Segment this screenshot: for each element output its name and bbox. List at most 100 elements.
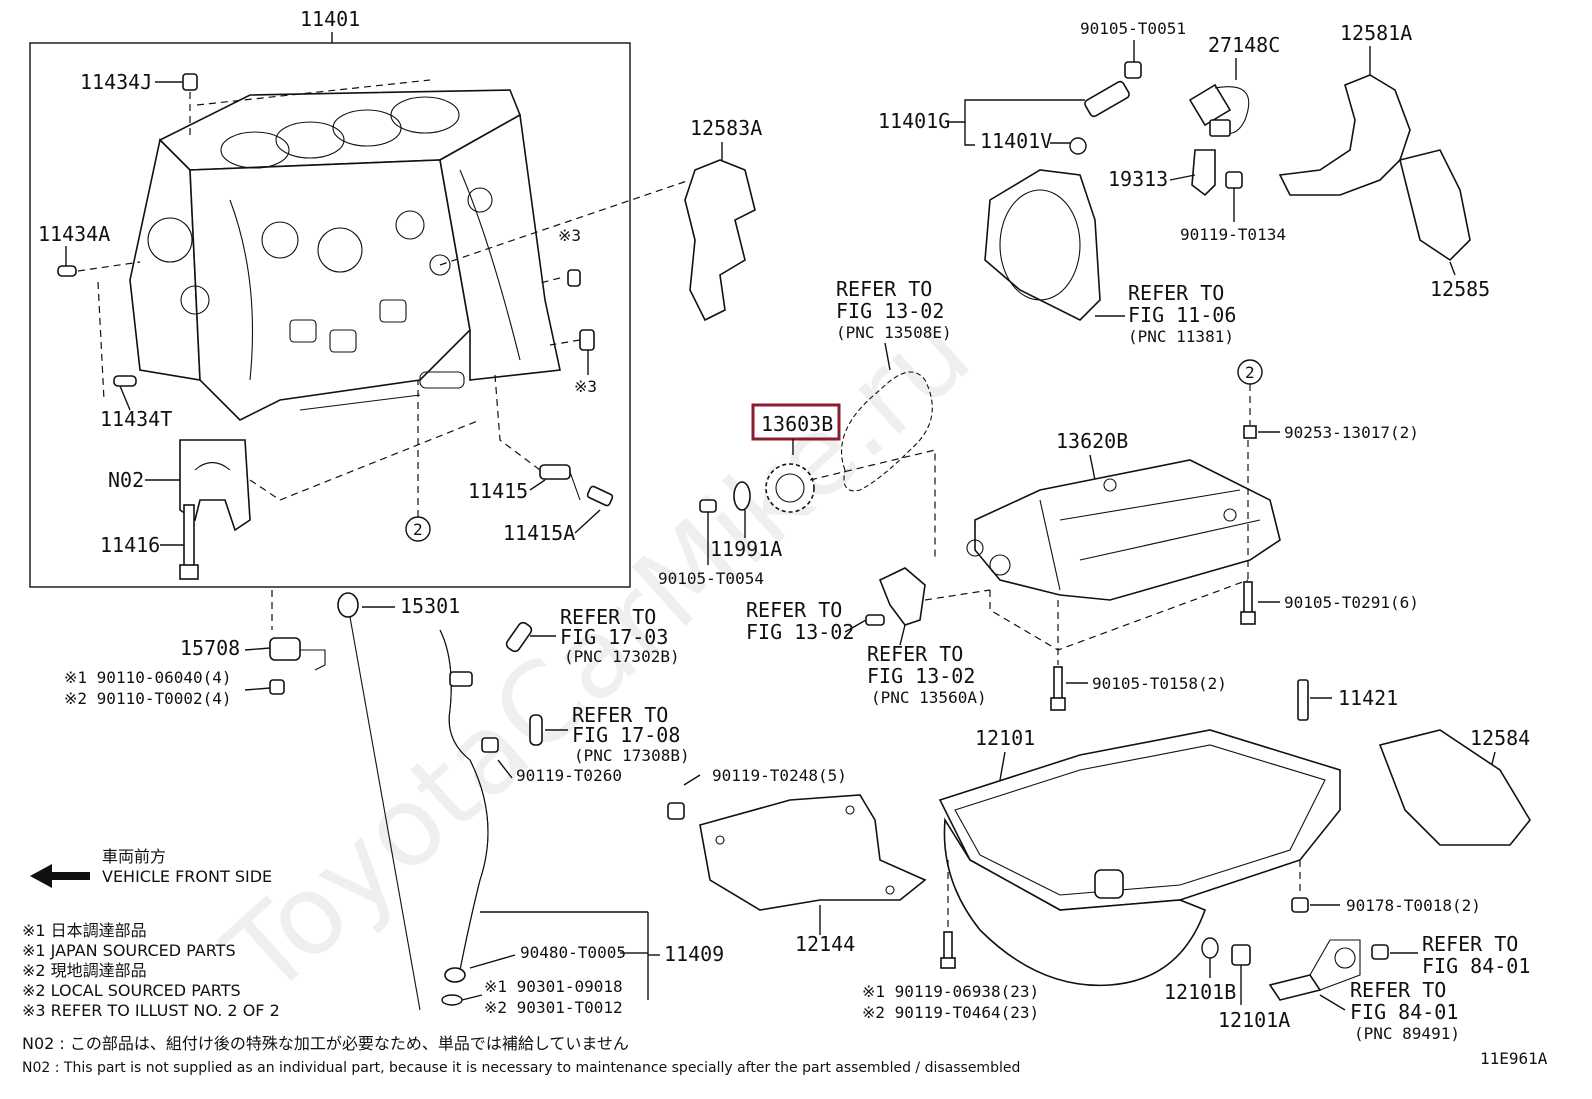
dipstick-15301 — [337, 592, 421, 1011]
label-90119-T0464[interactable]: ※2 90119-T0464(23) — [862, 1003, 1039, 1022]
label-ref-17-03-line3: (PNC 17302B) — [564, 647, 680, 666]
label-12581A[interactable]: 12581A — [1340, 21, 1412, 45]
label-ref-17-08-line2[interactable]: FIG 17-08 — [572, 723, 680, 747]
label-12101[interactable]: 12101 — [975, 726, 1035, 750]
label-90301-09018[interactable]: ※1 90301-09018 — [484, 977, 623, 996]
label-11401V[interactable]: 11401V — [980, 129, 1052, 153]
bolt-90110 — [269, 679, 285, 695]
label-13603B[interactable]: 13603B — [761, 412, 833, 436]
label-90480-T0005[interactable]: 90480-T0005 — [520, 943, 626, 962]
pin-note3-bottom — [579, 329, 595, 351]
label-ref-84-01b-line1[interactable]: REFER TO — [1350, 978, 1446, 1002]
label-90110-06040[interactable]: ※1 90110-06040(4) — [64, 668, 232, 687]
label-ref-11-06-line3: (PNC 11381) — [1128, 327, 1234, 346]
label-90301-T0012[interactable]: ※2 90301-T0012 — [484, 998, 623, 1017]
dipstick-guide-11409 — [439, 629, 489, 1006]
label-12583A[interactable]: 12583A — [690, 116, 762, 140]
label-ref-13-02b-line2[interactable]: FIG 13-02 — [746, 620, 854, 644]
crankshaft-sprocket-13603B — [733, 463, 815, 513]
label-ref-17-03-line1[interactable]: REFER TO — [560, 605, 656, 629]
bracket-19313 — [1191, 149, 1216, 197]
label-27148C[interactable]: 27148C — [1208, 33, 1280, 57]
label-11415A[interactable]: 11415A — [503, 521, 575, 545]
tensioner-13560A — [878, 567, 926, 626]
label-ref-13-02c-line2[interactable]: FIG 13-02 — [867, 664, 975, 688]
label-ref-17-08-line3: (PNC 17308B) — [574, 746, 690, 765]
label-11991A[interactable]: 11991A — [710, 537, 782, 561]
label-11434A[interactable]: 11434A — [38, 222, 110, 246]
label-12144[interactable]: 12144 — [795, 932, 855, 956]
plug-90178-T0018 — [1291, 897, 1309, 913]
label-19313[interactable]: 19313 — [1108, 167, 1168, 191]
label-ref-11-06-line2[interactable]: FIG 11-06 — [1128, 303, 1236, 327]
legend-line-1: ※1 日本調達部品 — [22, 921, 147, 940]
label-90253-13017[interactable]: 90253-13017(2) — [1284, 423, 1419, 442]
label-ref-13-02b-line1[interactable]: REFER TO — [746, 598, 842, 622]
label-12101A[interactable]: 12101A — [1218, 1008, 1290, 1032]
insulator-12581A — [1278, 74, 1411, 196]
label-ref-17-03-line2[interactable]: FIG 17-03 — [560, 625, 668, 649]
direction-en: VEHICLE FRONT SIDE — [102, 867, 272, 886]
bolt-11415A — [586, 485, 614, 507]
label-90110-T0002[interactable]: ※2 90110-T0002(4) — [64, 689, 232, 708]
nozzle-11415 — [539, 464, 581, 501]
label-11421[interactable]: 11421 — [1338, 686, 1398, 710]
label-ref-84-01b-line2[interactable]: FIG 84-01 — [1350, 1000, 1458, 1024]
legend-line-3: ※2 現地調達部品 — [22, 961, 147, 980]
bolt-90105-T0051 — [1124, 61, 1142, 79]
label-11401G[interactable]: 11401G — [878, 109, 950, 133]
illustration-id: 11E961A — [1480, 1049, 1548, 1068]
label-90119-T0248[interactable]: 90119-T0248(5) — [712, 766, 847, 785]
label-ref-13-02a-line3: (PNC 13508E) — [836, 323, 952, 342]
label-ref-84-01a-line1[interactable]: REFER TO — [1422, 932, 1518, 956]
label-note3-top: ※3 — [558, 226, 581, 245]
label-ref-13-02a-line2[interactable]: FIG 13-02 — [836, 299, 944, 323]
bolt-fig84-01 — [1371, 944, 1389, 960]
sensor-27148C — [1188, 83, 1250, 137]
label-90178-T0018[interactable]: 90178-T0018(2) — [1346, 896, 1481, 915]
label-ref-11-06-line1[interactable]: REFER TO — [1128, 281, 1224, 305]
insulator-12584 — [1378, 729, 1531, 846]
pin-note3-top — [567, 269, 581, 287]
cylinder-block-group-frame — [29, 42, 631, 588]
label-ref-13-02c-line3: (PNC 13560A) — [871, 688, 987, 707]
label-11434J[interactable]: 11434J — [80, 70, 152, 94]
footnote-en: N02 : This part is not supplied as an in… — [22, 1060, 1020, 1076]
timing-chain — [841, 371, 933, 492]
label-90105-T0291[interactable]: 90105-T0291(6) — [1284, 593, 1419, 612]
label-11416[interactable]: 11416 — [100, 533, 160, 557]
vehicle-front-arrow-icon — [30, 864, 90, 888]
label-ref-84-01a-line2[interactable]: FIG 84-01 — [1422, 954, 1530, 978]
label-circle-2-left: 2 — [413, 520, 423, 539]
insulator-12583A — [684, 159, 756, 322]
highlight-box-13603B[interactable] — [751, 403, 841, 441]
label-90119-T0260[interactable]: 90119-T0260 — [516, 766, 622, 785]
label-90105-T0158[interactable]: 90105-T0158(2) — [1092, 674, 1227, 693]
label-90105-T0051[interactable]: 90105-T0051 — [1080, 19, 1186, 38]
label-90119-T0134[interactable]: 90119-T0134 — [1180, 225, 1286, 244]
label-11434T[interactable]: 11434T — [100, 407, 172, 431]
bracket-89491 — [1268, 939, 1361, 1001]
label-12584[interactable]: 12584 — [1470, 726, 1530, 750]
label-90105-T0054[interactable]: 90105-T0054 — [658, 569, 764, 588]
label-11401[interactable]: 11401 — [300, 7, 360, 31]
label-note3-bottom: ※3 — [574, 377, 597, 396]
label-12585[interactable]: 12585 — [1430, 277, 1490, 301]
label-12101B[interactable]: 12101B — [1164, 980, 1236, 1004]
bolt-90105-T0291 — [1240, 581, 1256, 625]
sensor-11401G — [1084, 80, 1130, 118]
label-90119-06938[interactable]: ※1 90119-06938(23) — [862, 982, 1039, 1001]
label-11409[interactable]: 11409 — [664, 942, 724, 966]
o-ring-11401V — [1069, 137, 1087, 155]
sensor-15708 — [269, 637, 326, 671]
label-ref-13-02a-line1[interactable]: REFER TO — [836, 277, 932, 301]
label-ref-17-08-line1[interactable]: REFER TO — [572, 703, 668, 727]
label-N02[interactable]: N02 — [108, 468, 144, 492]
label-15708[interactable]: 15708 — [180, 636, 240, 660]
label-11415[interactable]: 11415 — [468, 479, 528, 503]
bolt-90119-T0248 — [667, 802, 685, 820]
label-ref-13-02c-line1[interactable]: REFER TO — [867, 642, 963, 666]
label-15301[interactable]: 15301 — [400, 594, 460, 618]
plug-90253-13017 — [1243, 425, 1257, 439]
label-13620B[interactable]: 13620B — [1056, 429, 1128, 453]
